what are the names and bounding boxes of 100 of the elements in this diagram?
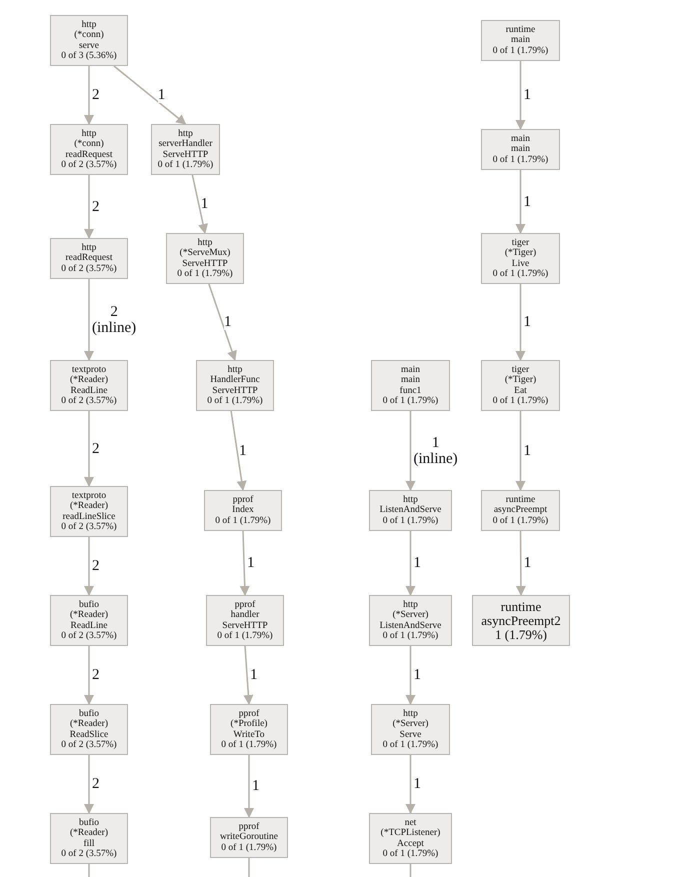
node-label: ListenAndServe	[380, 620, 442, 631]
node-label: 0 of 1 (1.79%)	[158, 160, 214, 170]
node-label: 0 of 2 (3.57%)	[61, 522, 117, 532]
node-label: main	[401, 364, 420, 375]
node-label: (*Tiger)	[504, 248, 536, 258]
arrow	[406, 755, 416, 814]
node-label: http	[82, 242, 96, 253]
node-label: asyncPreempt2	[481, 614, 561, 628]
node-label: 0 of 1 (1.79%)	[382, 631, 438, 642]
edge-label: 1	[200, 196, 208, 212]
arrow	[84, 537, 94, 596]
function-box	[210, 817, 288, 858]
node-label: Index	[232, 505, 254, 516]
node-label: (*Reader)	[70, 501, 108, 512]
node-label: http	[82, 20, 96, 30]
node-label: handler	[230, 610, 260, 620]
arrow	[516, 531, 526, 596]
function-box	[50, 360, 128, 411]
node-label: writeGoroutine	[220, 832, 278, 843]
node-label: (*conn)	[74, 139, 104, 150]
node-label: runtime	[506, 494, 536, 506]
arrow	[192, 174, 208, 234]
function-box	[481, 129, 560, 170]
arrow	[516, 170, 526, 234]
function-box	[50, 813, 128, 864]
function-box	[50, 595, 128, 646]
node-label: tiger	[512, 238, 530, 248]
arrow	[84, 411, 94, 487]
node-label: ReadLine	[70, 620, 108, 631]
edge-label: 1	[158, 87, 166, 103]
node-label: fill	[83, 838, 95, 849]
node-label: Accept	[397, 838, 424, 849]
node-label: 0 of 2 (3.57%)	[61, 631, 117, 642]
function-box	[210, 704, 288, 755]
node-label: http	[198, 238, 212, 248]
node-label: main	[511, 134, 530, 144]
node-label: 0 of 1 (1.79%)	[217, 631, 273, 642]
function-box	[481, 20, 560, 61]
function-box	[151, 124, 220, 175]
function-box	[369, 595, 452, 646]
node-label: pprof	[234, 600, 256, 610]
node-label: 0 of 2 (3.57%)	[61, 264, 117, 274]
function-box	[50, 124, 128, 175]
node-label: 0 of 1 (1.79%)	[492, 46, 548, 56]
arrow	[230, 410, 247, 491]
node-label: serverHandler	[158, 139, 212, 150]
node-label: 0 of 1 (1.79%)	[382, 396, 438, 406]
node-label: http	[403, 600, 418, 610]
function-box	[166, 233, 244, 284]
arrow	[240, 530, 250, 596]
node-label: serve	[78, 40, 100, 51]
arrow	[84, 646, 94, 705]
function-box	[371, 704, 450, 755]
function-box	[472, 595, 570, 646]
node-label: bufio	[78, 600, 100, 610]
node-label: Eat	[514, 386, 527, 396]
node-label: main	[511, 144, 530, 155]
node-label: (*conn)	[74, 30, 104, 40]
node-label: func1	[400, 386, 422, 396]
node-label: (*Profile)	[230, 719, 268, 730]
function-box	[196, 360, 274, 411]
node-label: ReadLine	[70, 386, 108, 396]
node-label: ReadSlice	[70, 730, 108, 740]
node-label: ListenAndServe	[380, 505, 442, 516]
node-label: pprof	[232, 494, 254, 505]
node-label: (*Server)	[392, 719, 428, 730]
edge-label: 2 (inline)	[92, 304, 136, 336]
node-label: tiger	[512, 364, 530, 375]
node-label: readRequest	[66, 150, 112, 160]
node-label: bufio	[78, 818, 100, 828]
node-label: asyncPreempt	[494, 505, 548, 516]
node-label: http	[178, 128, 193, 139]
function-box	[481, 360, 560, 411]
function-box	[50, 238, 128, 279]
arrow	[406, 646, 416, 705]
node-label: 0 of 1 (1.79%)	[177, 269, 233, 280]
node-label: (*Reader)	[70, 719, 108, 730]
node-label: 0 of 1 (1.79%)	[492, 269, 548, 280]
node-label: 0 of 1 (1.79%)	[492, 396, 548, 406]
node-label: (*Reader)	[70, 610, 108, 620]
function-box	[206, 595, 284, 646]
node-label: (*TCPListener)	[380, 828, 440, 838]
function-box	[371, 360, 450, 411]
node-label: WriteTo	[233, 730, 265, 740]
node-label: 0 of 2 (3.57%)	[61, 849, 117, 860]
node-label: (*Server)	[392, 610, 428, 620]
node-label: textproto	[72, 490, 106, 501]
node-label: 0 of 1 (1.79%)	[382, 740, 438, 750]
node-label: http	[228, 364, 242, 375]
node-label: bufio	[78, 708, 100, 719]
node-label: 0 of 1 (1.79%)	[382, 849, 438, 860]
node-label: main	[511, 35, 530, 46]
node-label: pprof	[238, 822, 260, 832]
function-box	[369, 813, 452, 864]
node-label: 0 of 2 (3.57%)	[61, 160, 117, 170]
node-label: readRequest	[66, 253, 112, 264]
function-box	[369, 490, 452, 531]
node-label: 0 of 1 (1.79%)	[221, 842, 277, 854]
node-label: (*Tiger)	[504, 375, 536, 386]
arrow	[84, 175, 94, 239]
